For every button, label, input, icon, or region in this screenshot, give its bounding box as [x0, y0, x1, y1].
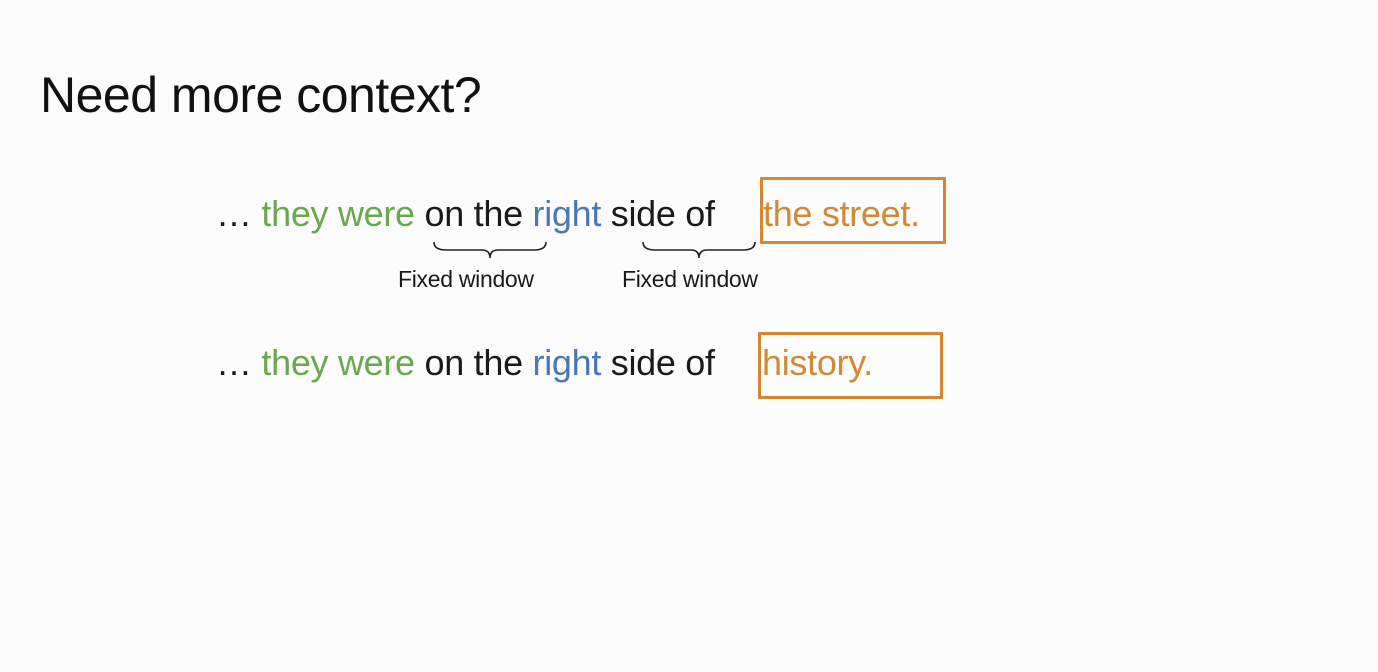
- phrase-side-of: side of: [610, 342, 715, 383]
- word-right: right: [532, 193, 602, 234]
- phrase-side-of: side of: [610, 193, 715, 234]
- phrase-they-were: they were: [261, 342, 415, 383]
- sentence-1: … they were on the right side of: [216, 196, 715, 232]
- phrase-on-the: on the: [424, 342, 524, 383]
- ellipsis: …: [216, 193, 252, 234]
- target-box-1: [760, 177, 946, 244]
- ellipsis: …: [216, 342, 252, 383]
- slide-title: Need more context?: [40, 67, 482, 123]
- brace-icon: [642, 241, 756, 259]
- sentence-2: … they were on the right side of: [216, 345, 715, 381]
- fixed-window-label-2: Fixed window: [622, 266, 758, 292]
- target-box-2: [758, 332, 943, 399]
- fixed-window-label-1: Fixed window: [398, 266, 534, 292]
- target-phrase-1: the street.: [763, 193, 920, 234]
- phrase-they-were: they were: [261, 193, 415, 234]
- word-right: right: [532, 342, 602, 383]
- brace-icon: [433, 241, 547, 259]
- target-phrase-2: history.: [762, 342, 873, 383]
- phrase-on-the: on the: [424, 193, 524, 234]
